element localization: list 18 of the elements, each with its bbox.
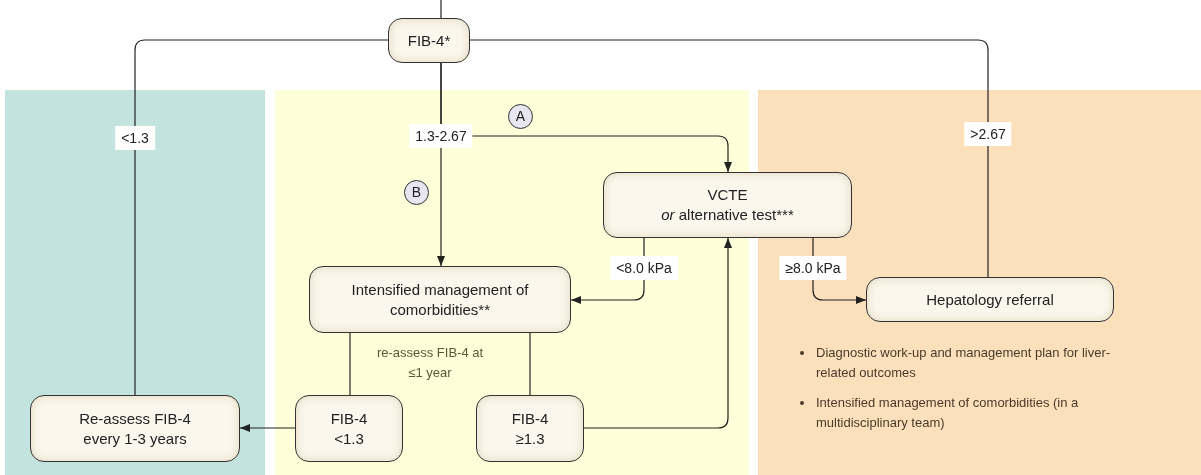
process-box: FIB-4 <1.3: [295, 395, 403, 462]
process-box: FIB-4 ≥1.3: [476, 395, 584, 462]
process-box: FIB-4*: [388, 18, 470, 63]
bullet-text: Intensified management of comorbidities (in a multidisciplinary team): [816, 394, 1080, 432]
edge-label: 1.3-2.67: [409, 124, 473, 148]
process-box: Re-assess FIB-4 every 1-3 years: [30, 395, 240, 462]
process-box: Intensified management of comorbidities**: [309, 266, 571, 333]
edge-label: <8.0 kPa: [610, 256, 678, 280]
note-text: re-assess FIB-4 at ≤1 year: [375, 344, 485, 382]
bullet-text: Diagnostic work-up and management plan for liver-related outcomes: [816, 344, 1112, 382]
arrow: [583, 237, 732, 429]
process-box: Hepatology referral: [866, 277, 1114, 322]
arrow: [440, 62, 732, 173]
edge-label: <1.3: [115, 126, 155, 150]
process-box: VCTE or alternative test***: [603, 172, 852, 238]
edge-label: >2.67: [964, 122, 1012, 146]
edge-label: ≥8.0 kPa: [779, 256, 847, 280]
arrow: [239, 424, 296, 432]
